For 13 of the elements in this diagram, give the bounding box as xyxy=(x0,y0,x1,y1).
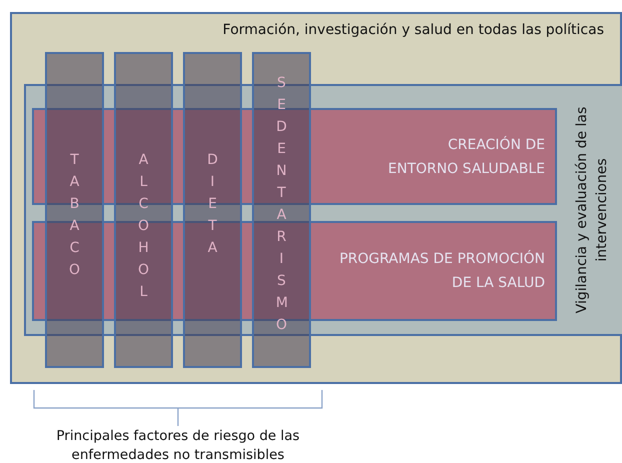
factor-column xyxy=(252,52,311,368)
heading: Formación, investigación y salud en todas las políticas xyxy=(222,22,604,38)
factor-column xyxy=(45,52,104,368)
factor-label: ALCOHOL xyxy=(138,151,150,302)
factor-label: TABACO xyxy=(68,151,80,280)
factor-label: DIETA xyxy=(206,151,218,258)
area-label: CREACIÓN DE ENTORNO SALUDABLE xyxy=(387,135,545,178)
factor-column xyxy=(183,52,242,368)
area-label: PROGRAMAS DE PROMOCIÓN DE LA SALUD xyxy=(338,249,545,293)
background-panel xyxy=(10,12,622,384)
band-label: Vigilancia y evaluación de las intervenciones xyxy=(573,106,611,316)
caption-label: Principales factores de riesgo de las enfermedades no transmisibles xyxy=(55,427,301,463)
factor-column xyxy=(114,52,173,368)
